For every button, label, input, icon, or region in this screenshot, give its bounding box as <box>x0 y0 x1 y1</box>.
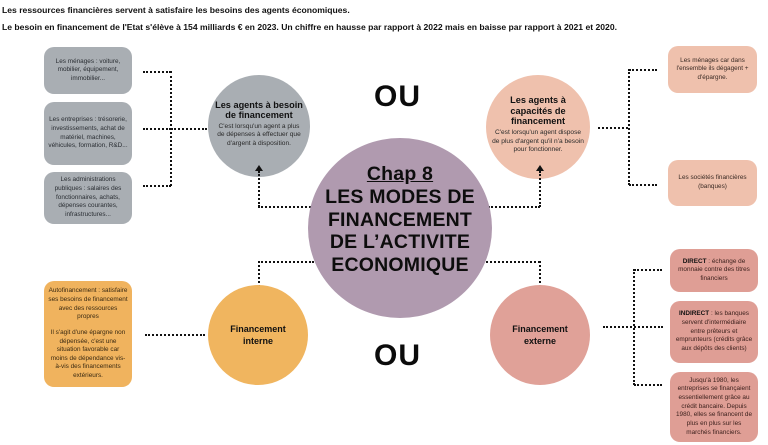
external-history-box: Jusqu'à 1980, les entreprises se finança… <box>670 372 758 442</box>
connector-line <box>258 206 314 208</box>
internal-financing-title: Financement interne <box>230 323 286 346</box>
chapter-title-line-4: ECONOMIQUE <box>331 254 469 277</box>
connector-line <box>539 261 541 291</box>
capacity-circle: Les agents à capacités de financement C'… <box>486 75 590 179</box>
chapter-title-circle: Chap 8 LES MODES DE FINANCEMENT DE L’ACT… <box>308 138 492 318</box>
chapter-title-line-3: DE L’ACTIVITE <box>329 231 471 254</box>
external-financing-circle: Financement externe <box>490 285 590 385</box>
connector-line <box>486 261 540 263</box>
capacity-example-households: Les ménages car dans l'ensemble ils déga… <box>668 46 757 93</box>
connector-line <box>629 184 657 186</box>
indirect-keyword: INDIRECT <box>679 310 710 318</box>
needs-example-households: Les ménages : voiture, mobilier, équipem… <box>44 47 132 94</box>
arrow-up-icon <box>536 165 544 171</box>
indirect-description: : les banques servent d'intermédiaire en… <box>675 310 753 352</box>
needs-example-households-text: Les ménages : voiture, mobilier, équipem… <box>55 57 121 82</box>
connector-line <box>171 128 207 130</box>
connector-line <box>488 206 540 208</box>
separator-or-bottom: OU <box>374 339 421 372</box>
connector-line <box>629 69 657 71</box>
external-history-text: Jusqu'à 1980, les entreprises se finança… <box>675 376 753 436</box>
needs-example-administrations: Les administrations publiques : salaires… <box>44 172 132 224</box>
capacity-desc: C'est lorsqu'un agent dispose de plus d'… <box>492 129 584 154</box>
internal-financing-box: Autofinancement : satisfaire ses besoins… <box>44 281 132 387</box>
connector-line <box>145 334 205 336</box>
needs-title: Les agents à besoin de financement <box>215 99 303 121</box>
separator-or-top: OU <box>374 80 421 113</box>
connector-line <box>628 69 630 185</box>
connector-line <box>634 269 662 271</box>
connector-line <box>143 185 171 187</box>
external-financing-title: Financement externe <box>512 323 568 346</box>
external-direct-box: DIRECT : échange de monnaie contre des t… <box>670 249 758 292</box>
internal-financing-definition: Autofinancement : satisfaire ses besoins… <box>48 287 128 321</box>
capacity-example-banks-text: Les sociétés financières (banques) <box>678 174 747 190</box>
internal-financing-circle: Financement interne <box>208 285 308 385</box>
external-direct-text: DIRECT : échange de monnaie contre des t… <box>674 258 754 284</box>
connector-line <box>633 269 635 385</box>
connector-line <box>634 384 662 386</box>
external-indirect-box: INDIRECT : les banques servent d'intermé… <box>670 301 758 363</box>
connector-line <box>598 127 628 129</box>
connector-line <box>143 128 171 130</box>
chapter-number: Chap 8 <box>366 162 434 185</box>
capacity-example-households-text: Les ménages car dans l'ensemble ils déga… <box>676 56 749 81</box>
intro-line-1: Les ressources financières servent à sat… <box>2 5 350 15</box>
needs-example-companies: Les entreprises : trésorerie, investisse… <box>44 102 132 165</box>
needs-circle: Les agents à besoin de financement C'est… <box>208 75 310 177</box>
direct-description: : échange de monnaie contre des titres f… <box>678 257 750 282</box>
capacity-title: Les agents à capacités de financement <box>510 95 566 127</box>
connector-line <box>539 171 541 207</box>
external-indirect-text: INDIRECT : les banques servent d'intermé… <box>674 310 754 353</box>
needs-example-administrations-text: Les administrations publiques : salaires… <box>54 176 122 218</box>
direct-keyword: DIRECT <box>682 257 707 265</box>
capacity-example-banks: Les sociétés financières (banques) <box>668 160 757 206</box>
chapter-title-line-1: LES MODES DE <box>325 185 475 208</box>
connector-line <box>258 261 260 291</box>
connector-line <box>258 261 314 263</box>
connector-line <box>143 71 171 73</box>
arrow-up-icon <box>255 165 263 171</box>
needs-example-companies-text: Les entreprises : trésorerie, investisse… <box>48 116 128 150</box>
chapter-title-line-2: FINANCEMENT <box>327 208 473 231</box>
internal-financing-explanation: Il s'agit d'une épargne non dépensée, c'… <box>50 328 126 380</box>
intro-line-2: Le besoin en financement de l'Etat s'élè… <box>2 22 617 32</box>
needs-desc: C'est lorsqu'un agent a plus de dépenses… <box>217 122 301 147</box>
connector-line <box>258 171 260 207</box>
